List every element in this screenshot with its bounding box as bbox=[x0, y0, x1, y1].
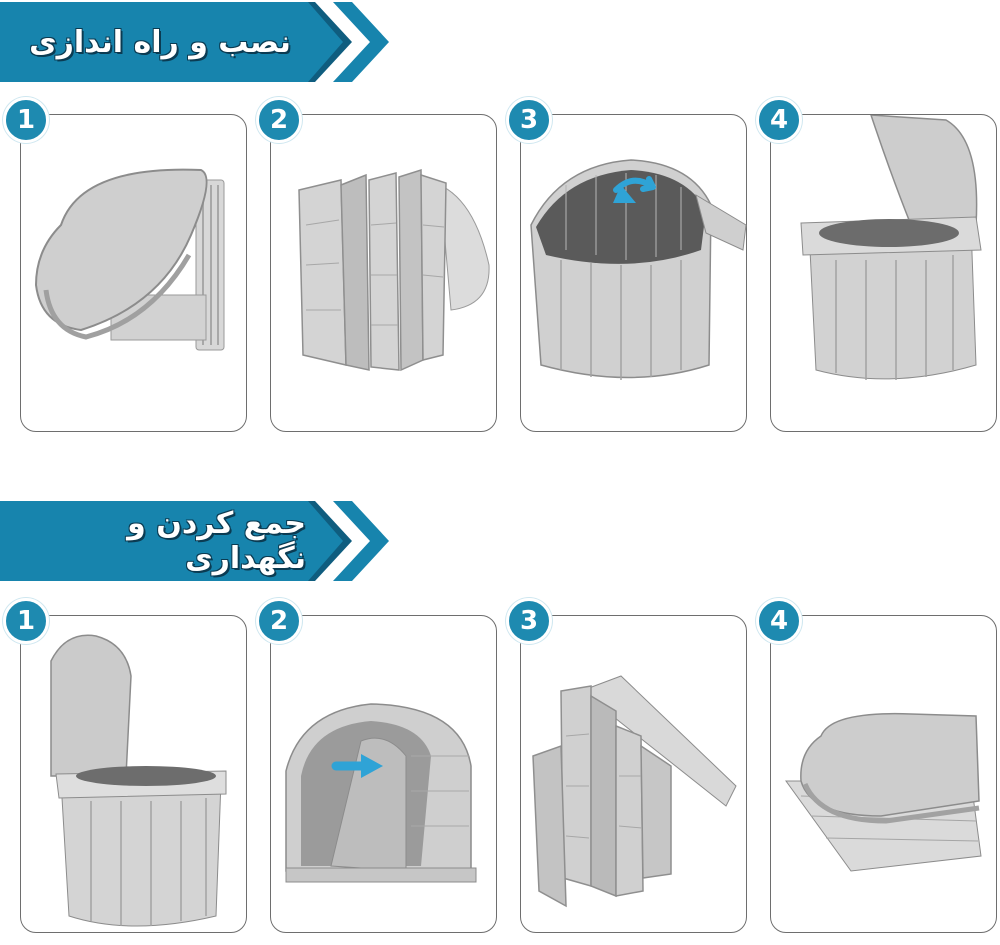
banner-chevron-shape bbox=[0, 2, 389, 82]
step-card-storage-1 bbox=[20, 615, 247, 933]
step-number-badge: 3 bbox=[506, 97, 552, 143]
collapsing-shell-arrow-icon bbox=[285, 703, 477, 883]
step-number-badge: 3 bbox=[506, 598, 552, 644]
assembled-toilet-lid-up-icon bbox=[50, 634, 227, 927]
step-number-badge: 2 bbox=[256, 598, 302, 644]
section-banner-install: نصب و راه اندازی bbox=[0, 2, 390, 82]
step-card-install-3 bbox=[520, 114, 747, 432]
section-title: جمع کردن و نگهداری bbox=[127, 506, 306, 576]
section-banner-storage: جمع کردن و نگهداری bbox=[0, 501, 390, 581]
banner-chevron-shape bbox=[0, 501, 389, 581]
assembled-toilet-lid-open-icon bbox=[800, 115, 982, 380]
folded-toilet-lid-closed-icon bbox=[34, 168, 225, 351]
step-number-badge: 1 bbox=[3, 97, 49, 143]
section-title: نصب و راه اندازی bbox=[29, 24, 291, 60]
step-number-badge: 4 bbox=[756, 97, 802, 143]
step-card-install-1 bbox=[20, 114, 247, 432]
step-card-storage-2 bbox=[270, 615, 497, 933]
step-number-badge: 1 bbox=[3, 598, 49, 644]
step-card-storage-4 bbox=[770, 615, 997, 933]
step-card-storage-3 bbox=[520, 615, 747, 933]
folding-panels-icon bbox=[532, 675, 737, 908]
step-number-badge: 2 bbox=[256, 97, 302, 143]
unfolding-panels-icon bbox=[298, 168, 490, 372]
opened-bucket-icon bbox=[530, 159, 747, 380]
step-card-install-4 bbox=[770, 114, 997, 432]
step-number-badge: 4 bbox=[756, 598, 802, 644]
folded-flat-toilet-icon bbox=[785, 712, 982, 872]
step-card-install-2 bbox=[270, 114, 497, 432]
